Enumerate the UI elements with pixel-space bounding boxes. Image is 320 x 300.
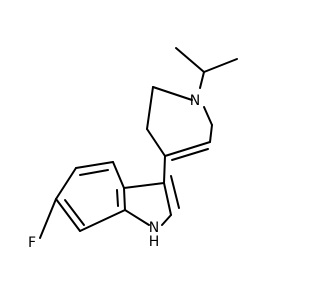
bond-c6-f xyxy=(39,198,57,239)
bond-c5-c6 xyxy=(209,124,213,143)
bond-nh-c7a xyxy=(124,209,150,226)
bond-c3-c2-double xyxy=(170,175,180,209)
atom-fluorine: F xyxy=(28,235,36,251)
bond-c3a-c4 xyxy=(112,161,125,189)
bond-c6-c7 xyxy=(55,198,81,232)
bond-c6-n xyxy=(203,106,213,126)
bond-c2-c3 xyxy=(146,86,154,130)
bond-ipr-ch-n xyxy=(199,71,205,89)
atom-n-piperidine: N xyxy=(190,93,200,109)
bond-c4-c5b xyxy=(75,161,114,169)
bond-c6-c7-double xyxy=(64,199,85,226)
bond-c3a-c7a xyxy=(123,187,126,211)
bond-c4-c5b-double xyxy=(79,169,109,176)
bond-c3-c4 xyxy=(146,128,166,157)
bond-c7-c7a xyxy=(79,209,126,232)
bond-c3-c2 xyxy=(163,182,172,216)
bond-c2-nh xyxy=(161,214,172,226)
atom-n-indole: N xyxy=(149,220,159,236)
bond-ipr-ch-me2 xyxy=(203,58,238,73)
bond-c4-c5-double xyxy=(171,148,209,161)
bond-n-c2 xyxy=(152,86,193,101)
bond-ipr-ch-me1 xyxy=(175,47,205,73)
bond-ring-to-indole xyxy=(163,155,166,184)
bond-c7a-inner xyxy=(116,189,119,207)
bond-c3-c3a xyxy=(123,182,165,189)
atom-h-indole: H xyxy=(149,234,160,250)
bond-c5-c6b xyxy=(55,167,77,200)
bond-c4-c5 xyxy=(164,141,211,157)
molecule-structure: N F N H xyxy=(28,47,238,251)
